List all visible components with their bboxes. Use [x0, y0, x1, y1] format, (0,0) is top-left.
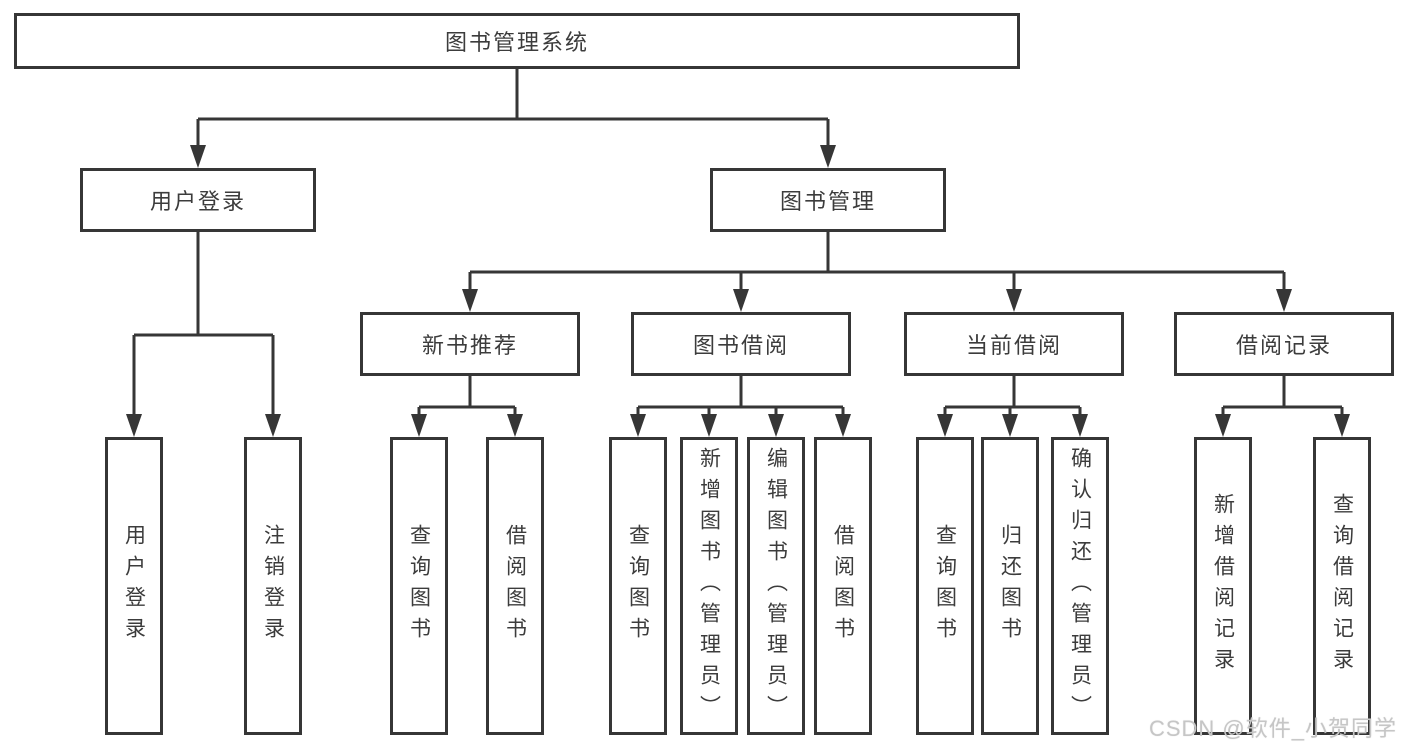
node-logout: 注销登录: [244, 437, 302, 735]
node-borrowing-records: 借阅记录: [1174, 312, 1394, 376]
node-label: 查询图书: [933, 524, 957, 648]
node-query-books-current: 查询图书: [916, 437, 974, 735]
node-label: 查询图书: [407, 524, 431, 648]
csdn-watermark: CSDN @软件_小贺同学: [1148, 716, 1397, 741]
node-label: 编辑图书（管理员）: [764, 446, 788, 726]
node-label: 归还图书: [998, 524, 1022, 648]
node-user-login: 用户登录: [80, 168, 316, 232]
node-label: 查询图书: [626, 524, 650, 648]
node-label: 查询借阅记录: [1330, 493, 1354, 679]
node-edit-book-admin: 编辑图书（管理员）: [747, 437, 805, 735]
node-return-books: 归还图书: [981, 437, 1039, 735]
node-confirm-return-admin: 确认归还（管理员）: [1051, 437, 1109, 735]
node-library-management-system: 图书管理系统: [14, 13, 1020, 69]
node-label: 借阅图书: [503, 524, 527, 648]
node-current-borrowing: 当前借阅: [904, 312, 1124, 376]
node-label: 新增图书（管理员）: [697, 446, 721, 726]
node-label: 借阅图书: [831, 524, 855, 648]
node-borrow-books-borrowing: 借阅图书: [814, 437, 872, 735]
node-new-book-recommend: 新书推荐: [360, 312, 580, 376]
node-label: 新增借阅记录: [1211, 493, 1235, 679]
node-borrow-books-recommend: 借阅图书: [486, 437, 544, 735]
node-query-books-borrowing: 查询图书: [609, 437, 667, 735]
node-label: 注销登录: [261, 524, 285, 648]
node-label: 用户登录: [122, 524, 146, 648]
node-add-book-admin: 新增图书（管理员）: [680, 437, 738, 735]
node-query-borrow-record: 查询借阅记录: [1313, 437, 1371, 735]
node-query-books-recommend: 查询图书: [390, 437, 448, 735]
node-book-borrowing: 图书借阅: [631, 312, 851, 376]
node-book-management: 图书管理: [710, 168, 946, 232]
node-user-login-leaf: 用户登录: [105, 437, 163, 735]
arrowheads: [126, 145, 1350, 437]
node-add-borrow-record: 新增借阅记录: [1194, 437, 1252, 735]
node-label: 确认归还（管理员）: [1068, 446, 1092, 726]
